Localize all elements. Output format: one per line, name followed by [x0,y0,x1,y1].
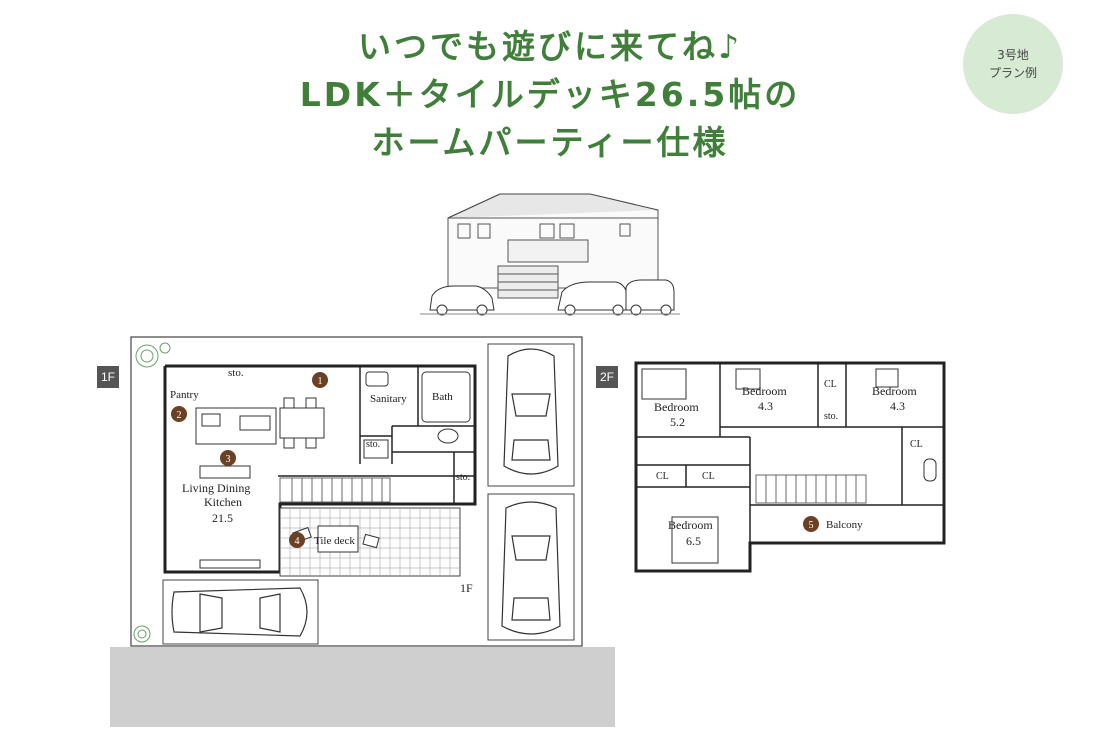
bedroom-1-label: Bedroom [654,400,699,414]
plan-badge: 3号地 プラン例 [963,14,1063,114]
bedroom-3-label: Bedroom [872,384,917,398]
closet-label-1: CL [824,379,837,390]
floor-tag-1f: 1F [97,366,119,388]
storage-label-1: sto. [228,367,244,379]
floor-tag-2f: 2F [596,366,618,388]
room-marker [803,516,819,532]
floor-plan-2f: 5 Bedroom 5.2 Bedroom 4.3 Bedroom 4.3 Be… [634,361,946,573]
bedroom-4-label: Bedroom [668,518,713,532]
bedroom-1-size: 5.2 [670,415,685,429]
tile-deck-label: Tile deck [314,535,355,547]
car-icon [171,348,561,637]
storage-label-2: sto. [366,439,380,450]
headline-line-3: ホームパーティー仕様 [371,123,729,162]
bath-label: Bath [432,391,453,403]
tree-icon [133,342,171,643]
inner-1f-label: 1F [460,581,473,595]
storage-label-3: sto. [456,472,470,483]
road-area [110,647,615,727]
bedroom-3-size: 4.3 [890,399,905,413]
house-exterior-illustration [420,193,680,316]
closet-label-4: CL [702,471,715,482]
marker-3-label: 3 [226,454,231,465]
marker-1-label: 1 [318,376,323,387]
marker-4-label: 4 [295,536,300,547]
pantry-label: Pantry [170,389,199,401]
closet-label-3: CL [656,471,669,482]
bedroom-2-label: Bedroom [742,384,787,398]
bedroom-2-size: 4.3 [758,399,773,413]
marker-2-label: 2 [177,410,182,421]
storage-label-2f: sto. [824,411,838,422]
badge-lot-number: 3号地 [997,48,1029,62]
marker-5-label: 5 [809,520,814,531]
headline-line-2: LDK＋タイルデッキ26.5帖の [299,75,801,114]
headline-line-1: いつでも遊びに来てね♪ [357,27,743,66]
floor-plan-1f: 1 2 3 4 Pantry Sanitary Bath sto. sto. s… [130,336,583,647]
sanitary-label: Sanitary [370,393,407,405]
ldk-label: Living Dining [182,481,250,495]
closet-label-2: CL [910,439,923,450]
badge-plan-example: プラン例 [988,66,1037,80]
balcony-label: Balcony [826,519,863,531]
kitchen-label: Kitchen [204,495,242,509]
room-marker [171,372,328,548]
ldk-size-label: 21.5 [212,511,233,525]
bedroom-4-size: 6.5 [686,534,701,548]
